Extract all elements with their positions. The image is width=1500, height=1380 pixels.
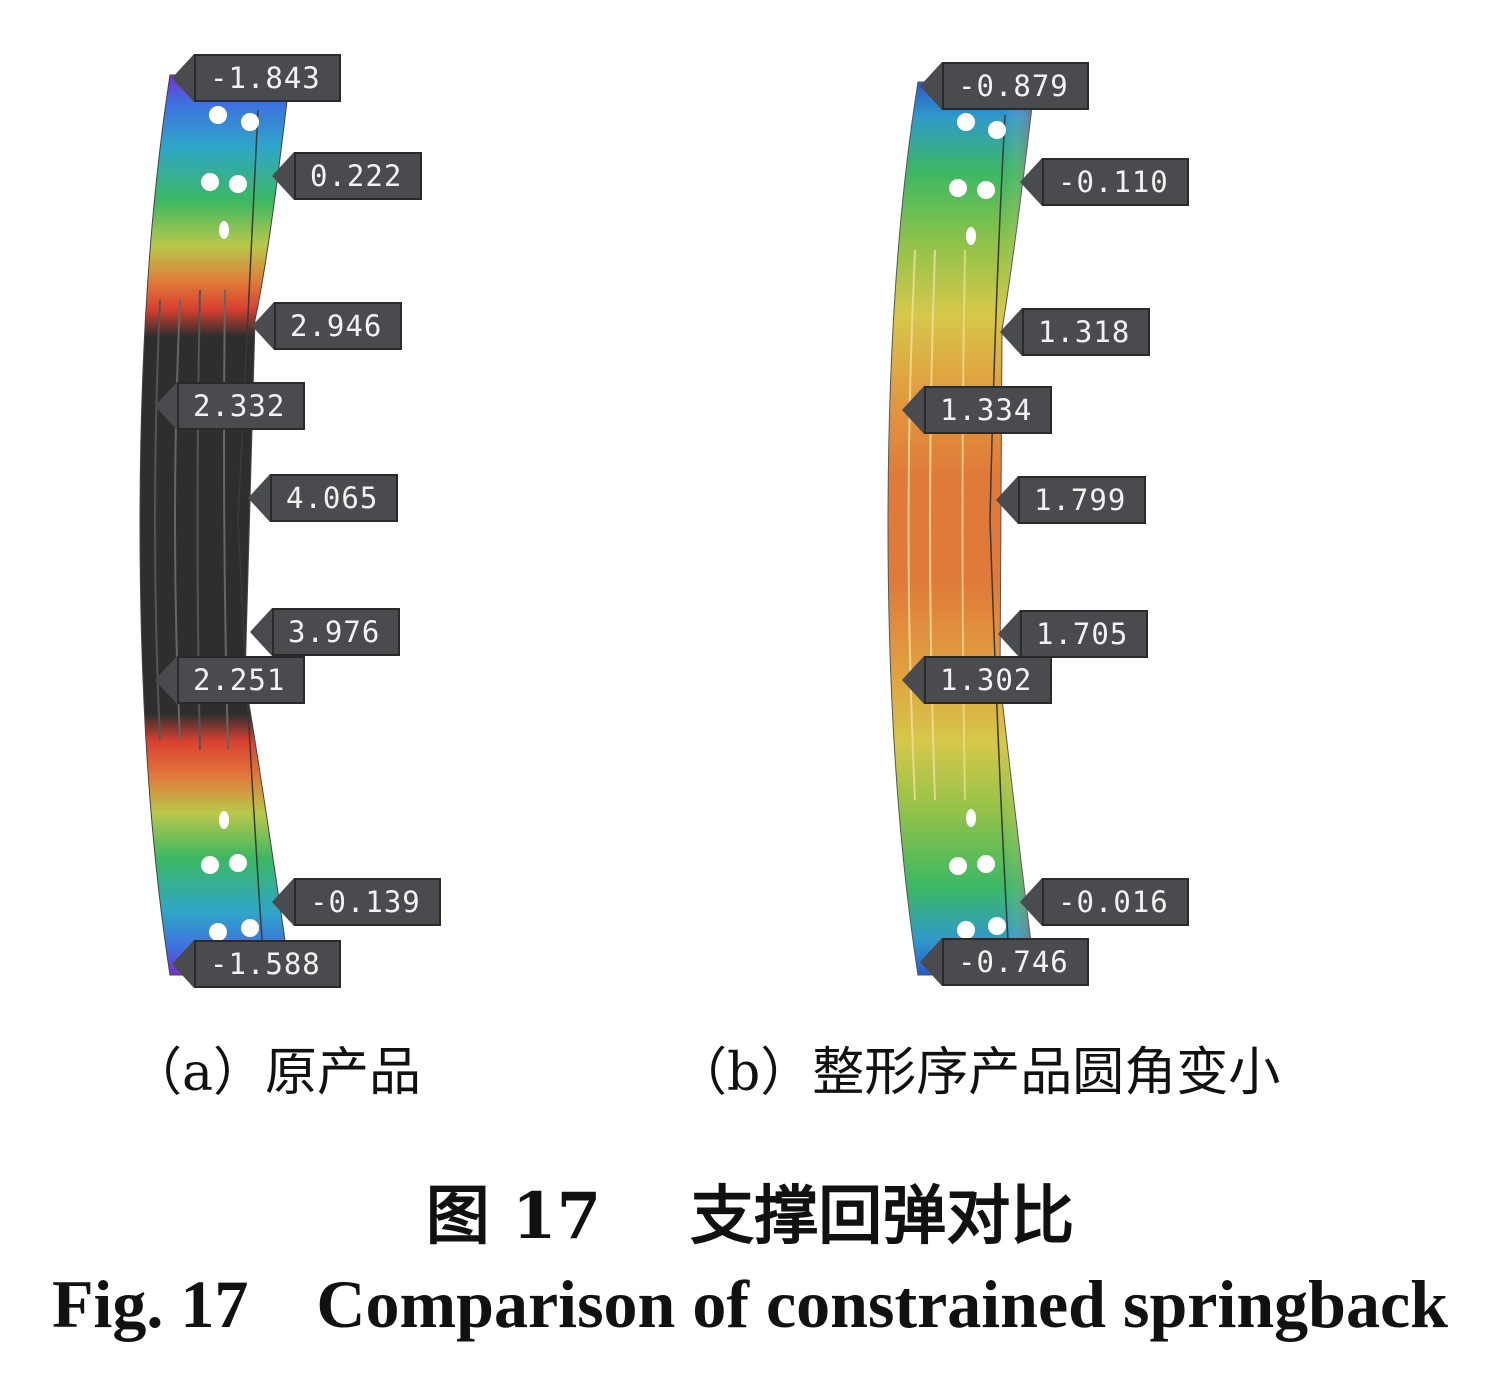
callout-pointer — [902, 656, 924, 704]
figure-title-english: Fig. 17 Comparison of constrained spring… — [52, 1266, 1448, 1342]
value-callout: -1.588 — [172, 940, 341, 988]
mounting-holes-top — [949, 113, 1006, 245]
callout-value: -0.016 — [1042, 878, 1189, 926]
callout-pointer — [1000, 308, 1022, 356]
callout-value: -0.879 — [942, 62, 1089, 110]
value-callout: -0.110 — [1020, 158, 1189, 206]
callout-value: 1.302 — [924, 656, 1053, 704]
value-callout: 2.332 — [155, 382, 306, 430]
callout-value: 1.318 — [1022, 308, 1151, 356]
callout-pointer — [1020, 878, 1042, 926]
value-callout: 1.705 — [998, 610, 1149, 658]
callout-pointer — [1020, 158, 1042, 206]
value-callout: 0.222 — [272, 152, 423, 200]
callout-pointer — [272, 152, 294, 200]
mounting-holes-bottom — [949, 809, 1006, 939]
value-callout: 3.976 — [250, 608, 401, 656]
callout-value: 1.334 — [924, 386, 1053, 434]
callout-pointer — [250, 608, 272, 656]
value-callout: 1.799 — [996, 476, 1147, 524]
figure-title-chinese: 图 17 支撑回弹对比 — [425, 1179, 1075, 1254]
callout-pointer — [998, 610, 1020, 658]
callout-value: 1.705 — [1020, 610, 1149, 658]
callout-value: 1.799 — [1018, 476, 1147, 524]
callout-value: 4.065 — [270, 474, 399, 522]
callout-value: -0.746 — [942, 938, 1089, 986]
callout-value: 2.946 — [274, 302, 403, 350]
panel-reshaped-product: -0.879 -0.110 1.318 1.334 1.799 1.705 1.… — [750, 0, 1500, 1010]
value-callout: 1.318 — [1000, 308, 1151, 356]
subfigure-caption-b: （b）整形序产品圆角变小 — [675, 1043, 1281, 1103]
callout-pointer — [920, 938, 942, 986]
callout-pointer — [252, 302, 274, 350]
value-callout: -0.016 — [1020, 878, 1189, 926]
callout-pointer — [155, 656, 177, 704]
value-callout: 1.302 — [902, 656, 1053, 704]
contour-plot-reshaped — [887, 81, 1036, 976]
callout-value: 2.332 — [177, 382, 306, 430]
panel-original-product: -1.843 0.222 2.946 2.332 4.065 3.976 2.2… — [0, 0, 750, 1010]
value-callout: 2.251 — [155, 656, 306, 704]
value-callout: 1.334 — [902, 386, 1053, 434]
mounting-holes-bottom — [201, 811, 259, 941]
callout-value: 0.222 — [294, 152, 423, 200]
callout-value: -0.110 — [1042, 158, 1189, 206]
part-shape — [139, 74, 291, 976]
value-callout: 2.946 — [252, 302, 403, 350]
value-callout: -1.843 — [172, 54, 341, 102]
callout-value: -0.139 — [294, 878, 441, 926]
callout-pointer — [155, 382, 177, 430]
callout-value: 3.976 — [272, 608, 401, 656]
callout-value: -1.588 — [194, 940, 341, 988]
callout-pointer — [902, 386, 924, 434]
value-callout: -0.746 — [920, 938, 1089, 986]
callout-value: -1.843 — [194, 54, 341, 102]
value-callout: -0.139 — [272, 878, 441, 926]
callout-pointer — [172, 54, 194, 102]
callout-value: 2.251 — [177, 656, 306, 704]
callout-pointer — [996, 476, 1018, 524]
value-callout: -0.879 — [920, 62, 1089, 110]
callout-pointer — [172, 940, 194, 988]
callout-pointer — [920, 62, 942, 110]
callout-pointer — [272, 878, 294, 926]
mounting-holes-top — [201, 106, 259, 239]
callout-pointer — [248, 474, 270, 522]
contour-plot-original — [139, 74, 291, 976]
subfigure-caption-a: （a）原产品 — [130, 1043, 422, 1103]
value-callout: 4.065 — [248, 474, 399, 522]
